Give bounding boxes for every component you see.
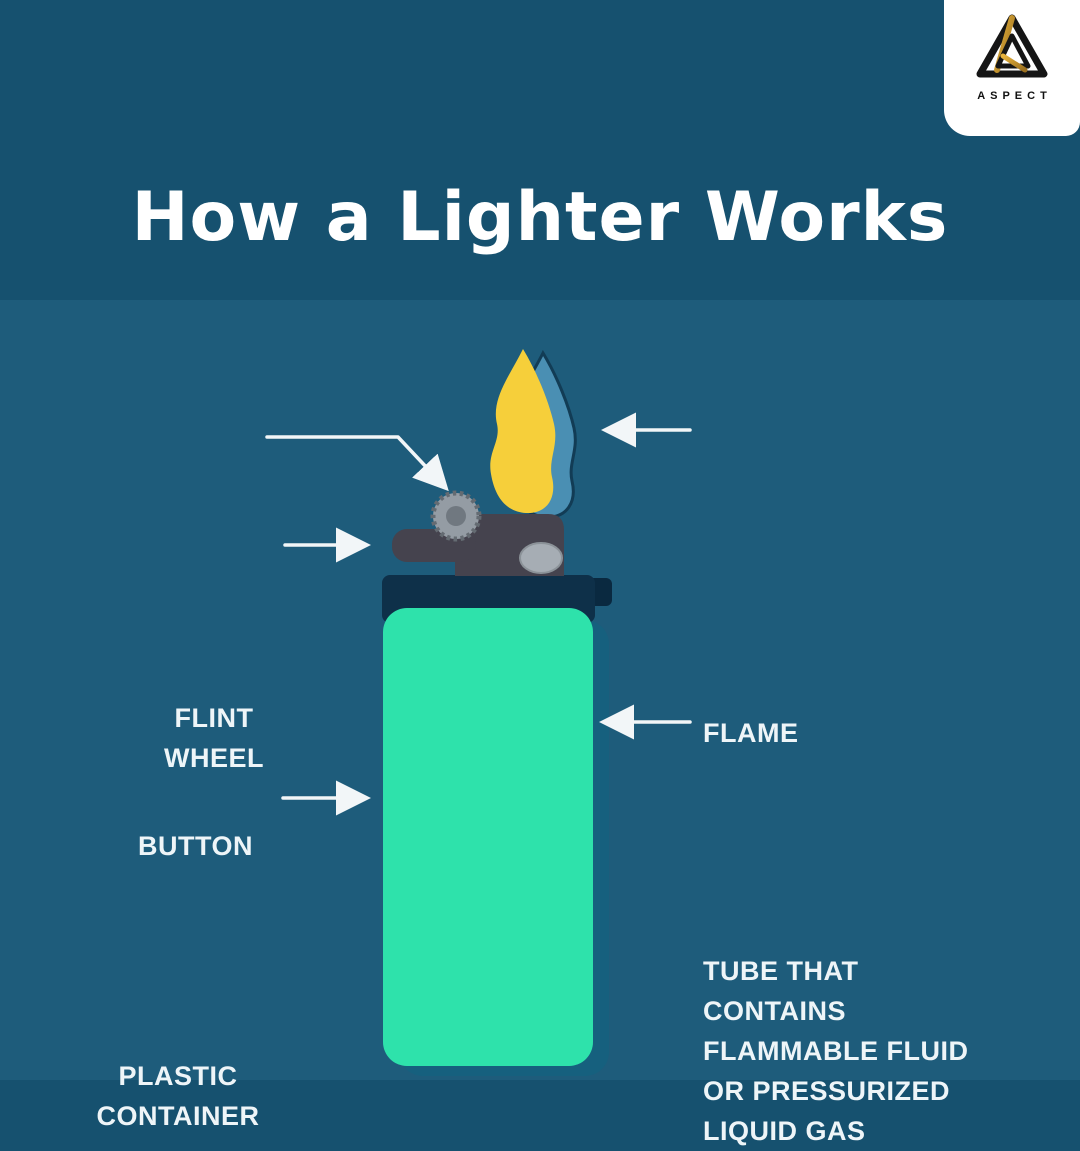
plastic-container-body [383,608,593,1066]
button-label: BUTTON [138,831,253,861]
lighter-diagram: FLINT WHEEL BUTTON FLAME TUBE THAT CONTA… [0,300,1080,1146]
valve-oval [519,542,563,574]
flint-wheel-hub [446,506,466,526]
lighter-illustration [265,349,692,1076]
plastic-container-label: PLASTIC CONTAINER [96,1061,260,1131]
flint-wheel-arrow [265,435,449,492]
tube-label: TUBE THAT CONTAINS FLAMMABLE FLUID OR PR… [703,956,969,1146]
brand-name: ASPECT [977,90,1052,102]
flint-wheel-label: FLINT WHEEL [164,703,264,773]
aspect-triangle-logo-icon [976,14,1048,78]
flame [490,349,556,514]
brand-logo-card: ASPECT [944,0,1080,136]
header-band: How a Lighter Works [0,0,1080,300]
page-title: How a Lighter Works [131,178,949,257]
flame-label: FLAME [703,718,799,748]
